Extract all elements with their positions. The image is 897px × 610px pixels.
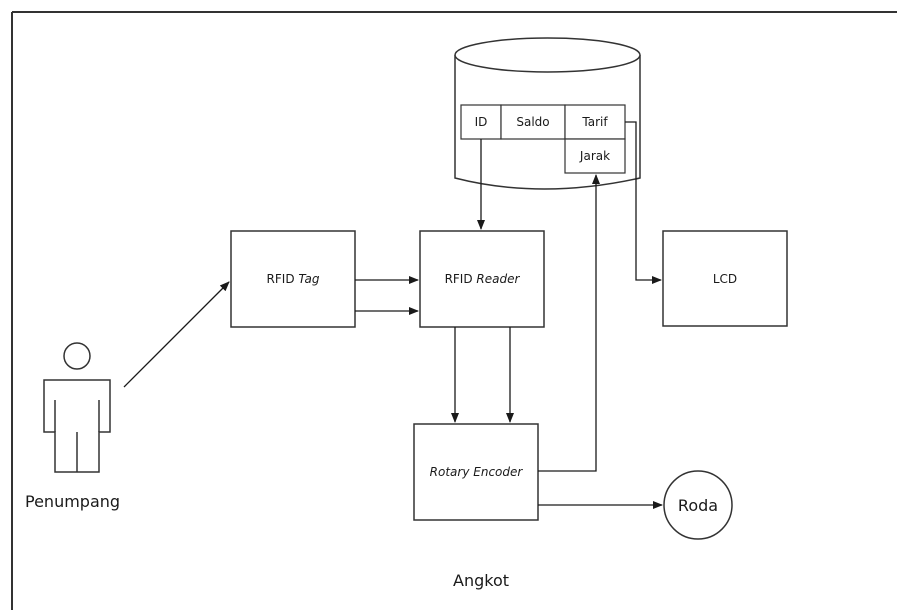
arrow-penumpang-to-tag — [123, 281, 230, 388]
field-saldo-label: Saldo — [516, 115, 550, 129]
roda-label: Roda — [677, 495, 719, 515]
angkot-label: Angkot — [453, 571, 509, 590]
field-tarif-label: Tarif — [582, 115, 608, 129]
penumpang-person-icon — [43, 342, 111, 473]
database-field-table — [460, 104, 626, 174]
lcd-label: LCD — [712, 271, 738, 286]
lcd-box — [662, 230, 788, 327]
rfid-tag-label-suffix: Tag — [298, 272, 320, 286]
arrow-encoder-to-jarak — [538, 174, 600, 472]
rfid-reader-box — [419, 230, 545, 328]
field-jarak-label: Jarak — [579, 149, 611, 163]
rfid-reader-label-prefix: RFID — [444, 272, 473, 286]
rotary-encoder-label: Rotary Encoder — [429, 465, 523, 479]
penumpang-label: Penumpang — [25, 492, 121, 511]
roda-circle — [663, 470, 733, 540]
rfid-tag-label: RFID Tag — [231, 231, 355, 327]
arrow-tarif-to-lcd — [625, 121, 662, 284]
rfid-tag-box — [230, 230, 356, 328]
rotary-encoder-box — [413, 423, 539, 521]
rfid-reader-label-suffix: Reader — [476, 272, 520, 286]
rfid-tag-label-prefix: RFID — [266, 272, 295, 286]
field-id-label: ID — [474, 115, 488, 129]
rfid-reader-label: RFID Reader — [420, 231, 544, 327]
